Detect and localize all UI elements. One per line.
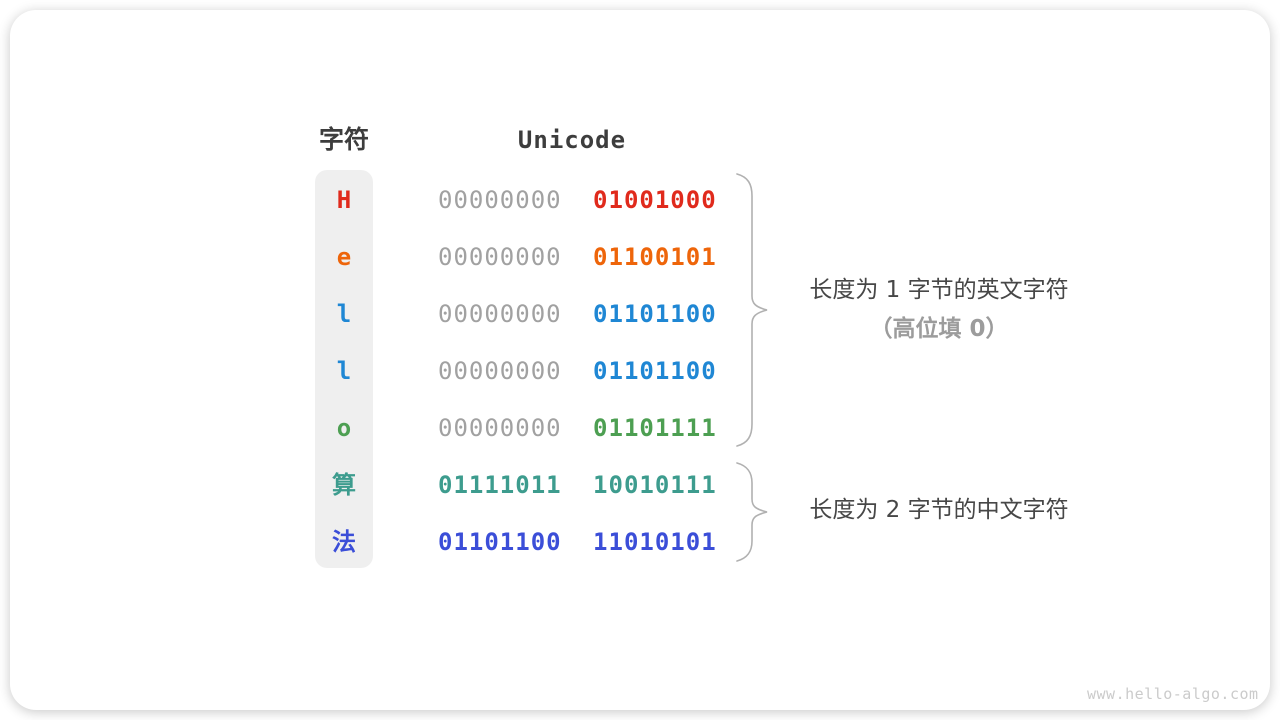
unicode-cell: 00000000 01101100 [438,343,717,400]
char-column-background [315,170,373,568]
annotation-english-note: （高位填 0） [869,316,1009,342]
byte1: 01111011 [438,471,562,499]
table-row: e 00000000 01100101 [10,229,1280,286]
unicode-cell: 01111011 10010111 [438,457,717,514]
byte2: 11010101 [593,528,717,556]
byte2: 10010111 [593,471,717,499]
byte2: 01101100 [593,300,717,328]
unicode-cell: 00000000 01100101 [438,229,717,286]
encoding-rows: H 00000000 01001000 e 00000000 01100101 … [10,172,1280,571]
diagram-card: 字符 Unicode H 00000000 01001000 e 0000000… [10,10,1270,710]
char-cell: l [336,300,352,328]
char-cell: 算 [332,471,356,499]
byte1: 01101100 [438,528,562,556]
unicode-cell: 00000000 01001000 [438,172,717,229]
unicode-cell: 01101100 11010101 [438,514,717,571]
byte2: 01101111 [593,414,717,442]
table-row: l 00000000 01101100 [10,286,1280,343]
char-cell: l [336,357,352,385]
char-cell: e [336,243,352,271]
byte1: 00000000 [438,414,562,442]
unicode-column-header: Unicode [517,126,627,154]
table-row: 算 01111011 10010111 [10,457,1280,514]
byte2: 01001000 [593,186,717,214]
byte1: 00000000 [438,243,562,271]
brace-chinese-group-icon [736,462,768,562]
annotation-english-text: 长度为 1 字节的英文字符 [809,277,1069,303]
annotation-english-group: 长度为 1 字节的英文字符 （高位填 0） [772,276,1106,343]
table-row: H 00000000 01001000 [10,172,1280,229]
brace-english-group-icon [736,173,768,447]
annotation-chinese-text: 长度为 2 字节的中文字符 [809,497,1069,523]
watermark-url: www.hello-algo.com [1087,685,1259,703]
unicode-cell: 00000000 01101111 [438,400,717,457]
char-column-header: 字符 [318,125,369,154]
byte2: 01100101 [593,243,717,271]
byte1: 00000000 [438,300,562,328]
table-row: 法 01101100 11010101 [10,514,1280,571]
byte1: 00000000 [438,186,562,214]
byte2: 01101100 [593,357,717,385]
char-cell: H [336,186,352,214]
char-cell: 法 [332,528,356,556]
table-row: o 00000000 01101111 [10,400,1280,457]
table-row: l 00000000 01101100 [10,343,1280,400]
byte1: 00000000 [438,357,562,385]
unicode-cell: 00000000 01101100 [438,286,717,343]
char-cell: o [336,414,352,442]
annotation-chinese-group: 长度为 2 字节的中文字符 [772,496,1106,524]
